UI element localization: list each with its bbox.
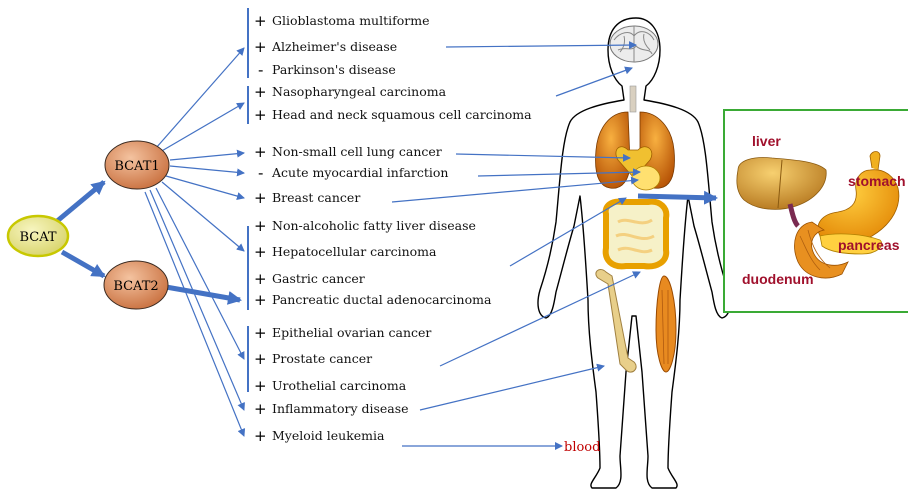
disease-sign: + — [254, 350, 267, 368]
disease-sign: + — [254, 106, 267, 124]
bcat2-label: BCAT2 — [113, 279, 158, 294]
disease-label-ami: Acute myocardial infarction — [271, 165, 448, 180]
disease-sign: - — [258, 164, 263, 182]
bcat1-connectors — [145, 48, 244, 436]
disease-sign: + — [254, 291, 267, 309]
disease-label-breast: Breast cancer — [272, 190, 360, 205]
disease-sign: - — [258, 61, 263, 79]
arrow-bcat-to-bcat1 — [56, 182, 104, 222]
disease-label-glioblastoma: Glioblastoma multiforme — [272, 13, 430, 28]
disease-label-parkinsons: Parkinson's disease — [272, 62, 396, 77]
stomach-label: stomach — [848, 173, 906, 189]
duodenum-label: duodenum — [742, 271, 814, 287]
liver-label: liver — [752, 133, 781, 149]
arrow-bcat1-leukemia — [145, 192, 244, 436]
brain-illustration — [610, 26, 658, 62]
disease-sign: + — [254, 12, 267, 30]
arrow-bcat1-headneck — [160, 103, 244, 152]
arrow-inflammatory-to-bone — [420, 366, 604, 410]
arrow-bcat2-to-pancreatic — [166, 287, 240, 300]
disease-sign: + — [254, 143, 267, 161]
bcat-root-label: BCAT — [19, 230, 56, 245]
disease-label-myeloid: Myeloid leukemia — [272, 428, 385, 443]
disease-sign: + — [254, 270, 267, 288]
disease-sign: + — [254, 83, 267, 101]
disease-list: + Glioblastoma multiforme + Alzheimer's … — [254, 12, 532, 445]
disease-label-inflammatory: Inflammatory disease — [272, 401, 409, 416]
arrow-body-to-inset — [638, 196, 716, 198]
disease-sign: + — [254, 217, 267, 235]
disease-label-prostate: Prostate cancer — [272, 351, 372, 366]
disease-sign: + — [254, 38, 267, 56]
intestine-illustration — [606, 202, 667, 267]
disease-sign: + — [254, 377, 267, 395]
disease-sign: + — [254, 324, 267, 342]
human-body-figure — [538, 18, 730, 488]
arrow-bcat1-digestive — [162, 182, 244, 251]
disease-label-gastric: Gastric cancer — [272, 271, 365, 286]
pancreas-label: pancreas — [838, 237, 900, 253]
disease-sign: + — [254, 189, 267, 207]
disease-label-pdac: Pancreatic ductal adenocarcinoma — [272, 292, 492, 307]
disease-sign: + — [254, 427, 267, 445]
bcat1-label: BCAT1 — [114, 159, 159, 174]
disease-label-alzheimers: Alzheimer's disease — [271, 39, 397, 54]
disease-label-nasopharyngeal: Nasopharyngeal carcinoma — [272, 84, 447, 99]
disease-sign: + — [254, 400, 267, 418]
blood-label: blood — [564, 440, 600, 455]
trachea-illustration — [630, 86, 636, 112]
disease-label-nafld: Non-alcoholic fatty liver disease — [272, 218, 476, 233]
breast-tissue-illustration — [632, 166, 660, 190]
arrow-bcat1-ami — [170, 166, 244, 173]
disease-label-hcc: Hepatocellular carcinoma — [272, 244, 437, 259]
disease-label-hnscc: Head and neck squamous cell carcinoma — [272, 107, 532, 122]
digestive-organs-inset: liver stomach pancreas duodenum — [724, 110, 908, 312]
bcat1-node: BCAT1 — [105, 141, 169, 189]
arrow-bcat1-brain — [156, 48, 244, 148]
disease-sign: + — [254, 243, 267, 261]
arrow-bcat-to-bcat2 — [62, 252, 104, 276]
bcat-root-node: BCAT — [8, 216, 68, 256]
bcat2-node: BCAT2 — [104, 261, 168, 309]
arrow-bcat1-lung — [170, 153, 244, 160]
disease-label-urothelial: Urothelial carcinoma — [272, 378, 407, 393]
disease-label-ovarian: Epithelial ovarian cancer — [272, 325, 431, 340]
disease-label-nsclc: Non-small cell lung cancer — [272, 144, 442, 159]
